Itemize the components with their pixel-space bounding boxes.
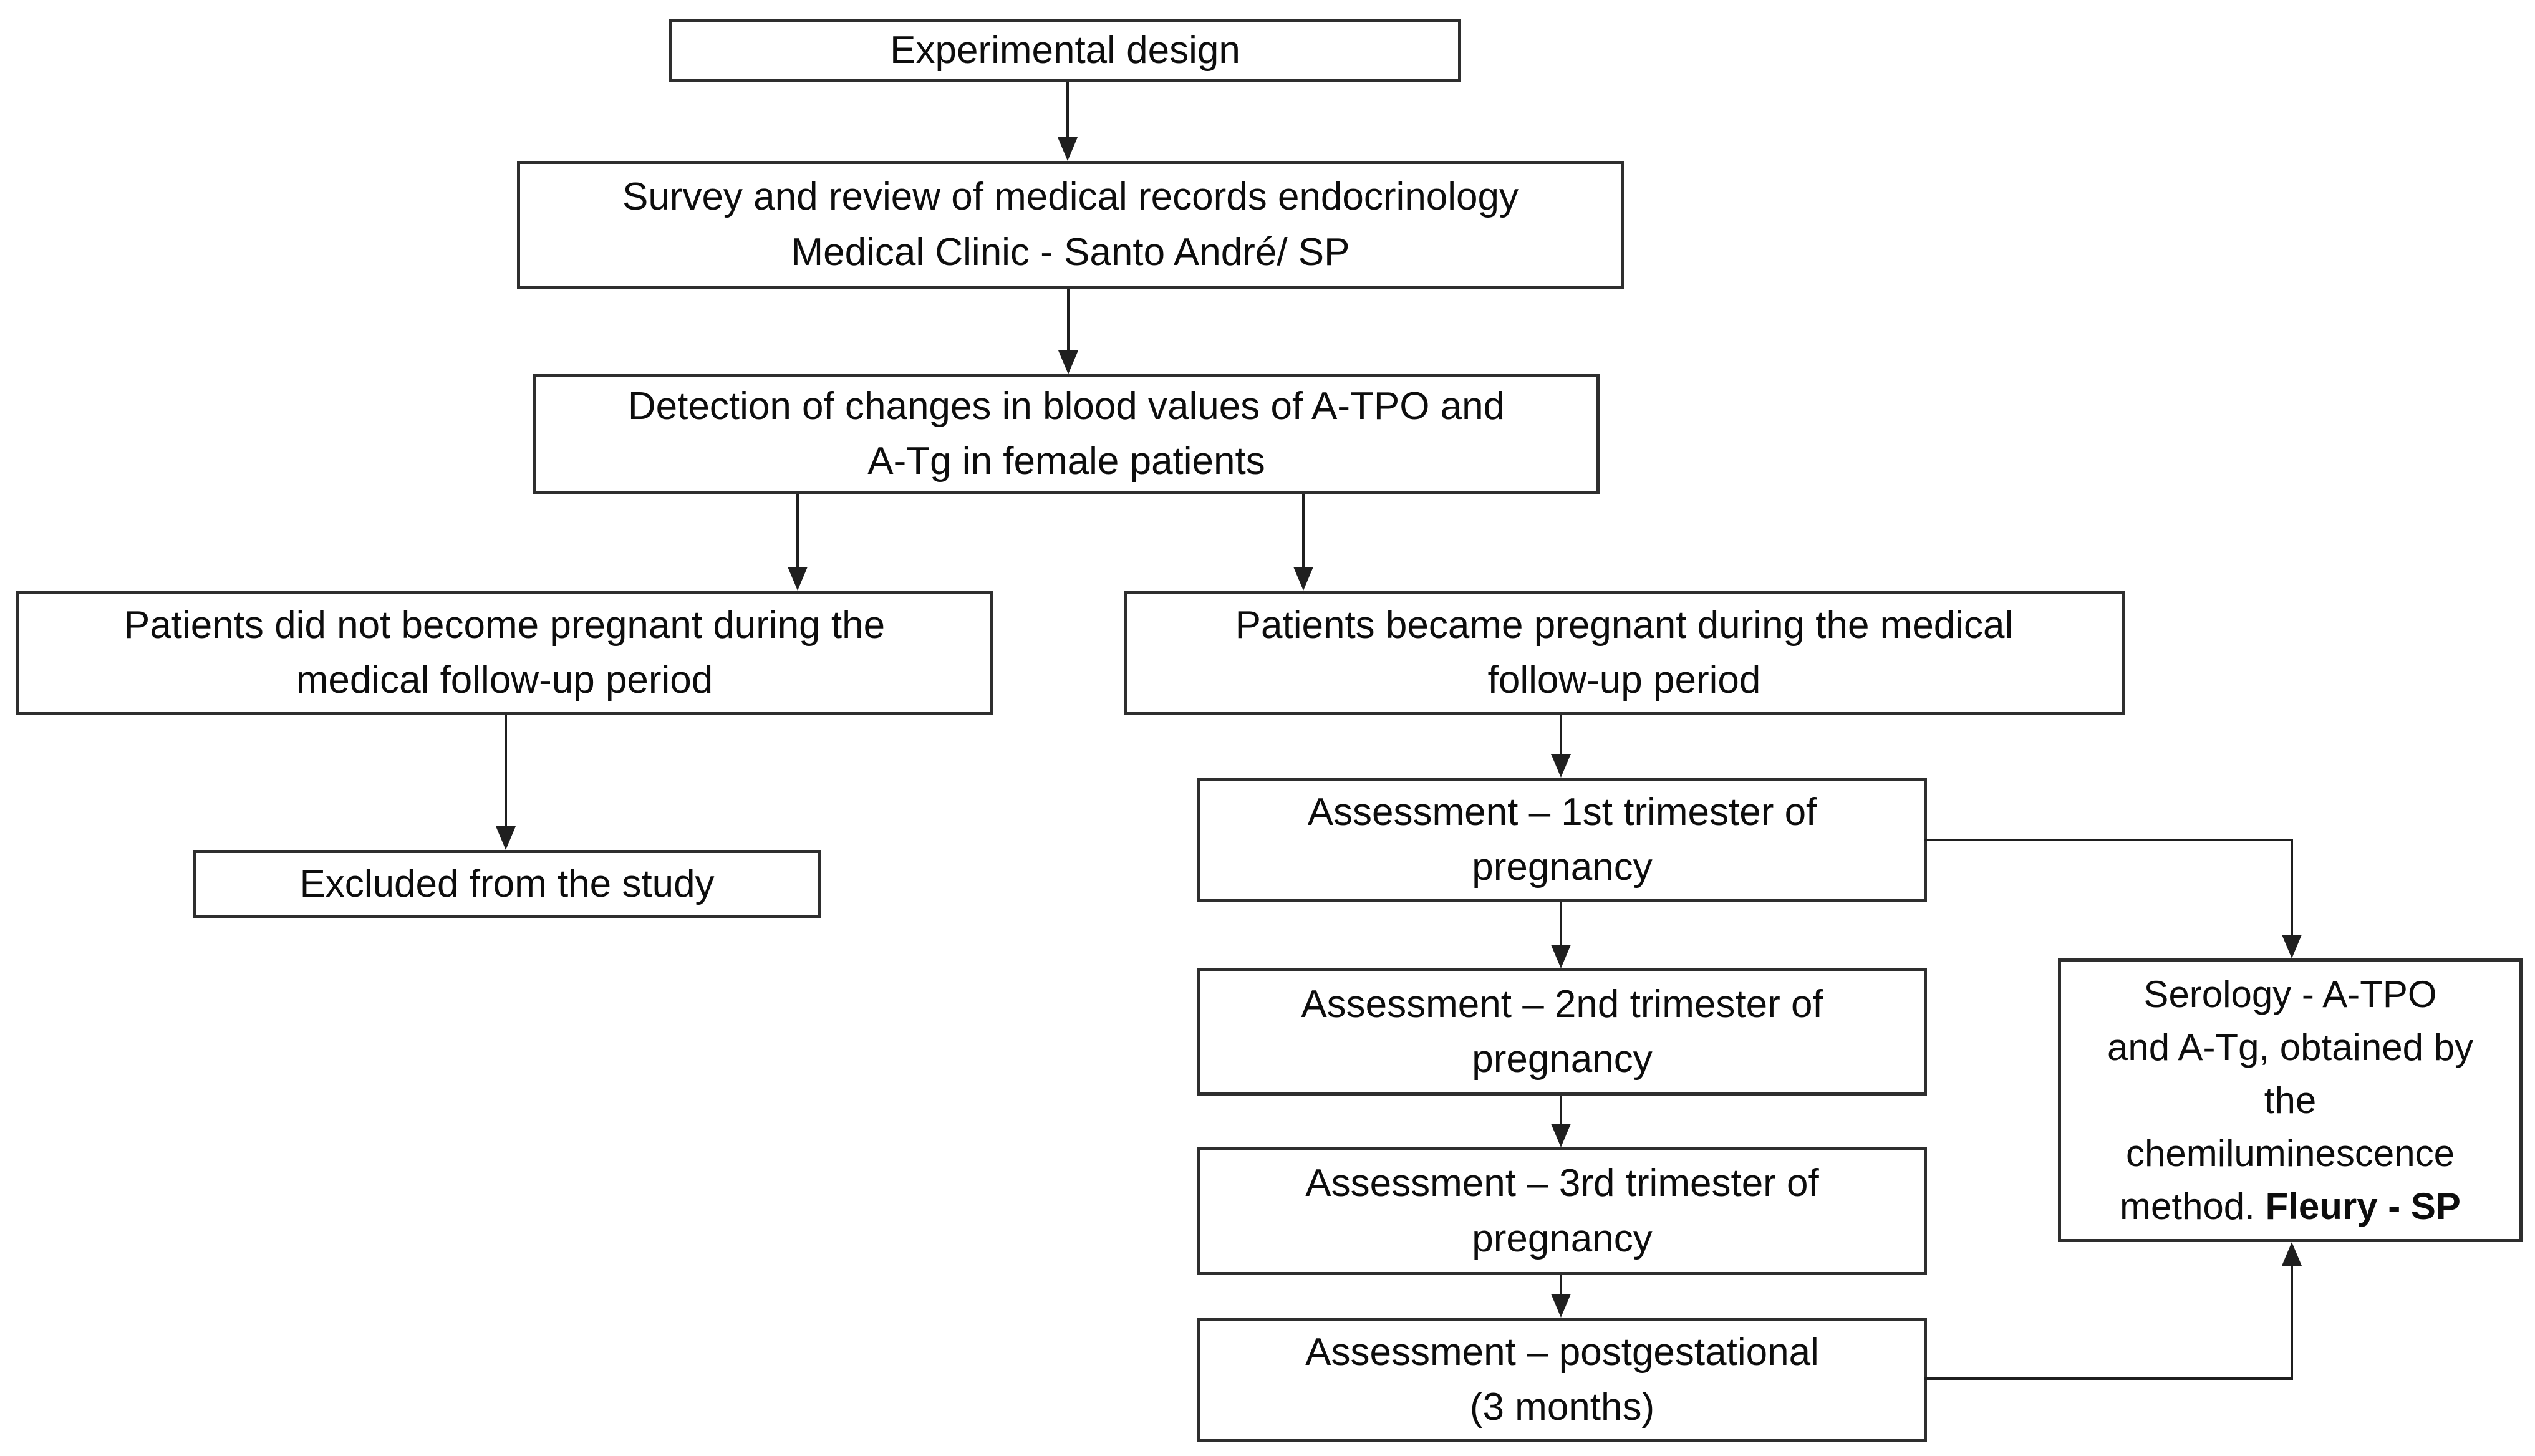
- node-serology: Serology - A-TPO and A-Tg, obtained by t…: [2058, 958, 2523, 1242]
- node-patients-not-pregnant-label: Patients did not become pregnant during …: [123, 603, 886, 701]
- node-excluded-from-study-label: Excluded from the study: [299, 862, 715, 905]
- node-excluded-from-study: Excluded from the study: [193, 850, 821, 918]
- connector-survey-to-detection-line: [1067, 289, 1070, 350]
- arrowhead-down-icon: [1293, 567, 1313, 591]
- arrowhead-down-icon: [1551, 1124, 1571, 1147]
- connector-trimester1-to-trimester2-line: [1560, 902, 1562, 945]
- arrowhead-down-icon: [1551, 1294, 1571, 1318]
- node-patients-not-pregnant: Patients did not become pregnant during …: [16, 591, 993, 715]
- arrowhead-up-icon: [2282, 1242, 2302, 1266]
- node-assessment-3rd-trimester-label: Assessment – 3rd trimester of pregnancy: [1305, 1162, 1819, 1260]
- arrowhead-down-icon: [1058, 137, 1078, 161]
- node-assessment-2nd-trimester: Assessment – 2nd trimester of pregnancy: [1197, 968, 1927, 1096]
- node-patients-became-pregnant-label: Patients became pregnant during the medi…: [1235, 603, 2014, 701]
- connector-trimester1-to-serology-hline: [1924, 839, 2293, 841]
- node-patients-became-pregnant: Patients became pregnant during the medi…: [1124, 591, 2125, 715]
- connector-pregnant-to-trimester1-line: [1560, 715, 1562, 754]
- node-serology-label: Serology - A-TPO and A-Tg, obtained by t…: [2107, 968, 2473, 1233]
- arrowhead-down-icon: [1551, 754, 1571, 778]
- connector-detection-to-pregnant-line: [1302, 494, 1305, 567]
- connector-trimester3-to-postgestational-line: [1560, 1275, 1562, 1294]
- arrowhead-down-icon: [1058, 350, 1078, 374]
- connector-postgestational-to-serology-vline: [2291, 1263, 2293, 1380]
- node-survey-medical-records-label: Survey and review of medical records end…: [622, 175, 1519, 274]
- arrowhead-down-icon: [788, 567, 808, 591]
- node-assessment-1st-trimester-label: Assessment – 1st trimester of pregnancy: [1307, 790, 1817, 889]
- node-assessment-postgestational: Assessment – postgestational (3 months): [1197, 1318, 1927, 1442]
- connector-detection-to-not-pregnant-line: [796, 494, 799, 567]
- arrowhead-down-icon: [1551, 945, 1571, 968]
- arrowhead-down-icon: [496, 826, 516, 850]
- node-assessment-postgestational-label: Assessment – postgestational (3 months): [1305, 1330, 1819, 1429]
- node-experimental-design: Experimental design: [669, 19, 1461, 82]
- connector-postgestational-to-serology-hline: [1924, 1377, 2293, 1380]
- connector-trimester2-to-trimester3-line: [1560, 1096, 1562, 1124]
- node-detection-blood-values-label: Detection of changes in blood values of …: [627, 384, 1505, 483]
- node-assessment-1st-trimester: Assessment – 1st trimester of pregnancy: [1197, 778, 1927, 902]
- connector-design-to-survey-line: [1066, 82, 1069, 137]
- node-detection-blood-values: Detection of changes in blood values of …: [533, 374, 1600, 494]
- node-survey-medical-records: Survey and review of medical records end…: [517, 161, 1624, 289]
- node-assessment-2nd-trimester-label: Assessment – 2nd trimester of pregnancy: [1301, 982, 1823, 1081]
- connector-not-pregnant-to-excluded-line: [505, 715, 507, 826]
- node-experimental-design-label: Experimental design: [890, 28, 1240, 72]
- node-assessment-3rd-trimester: Assessment – 3rd trimester of pregnancy: [1197, 1147, 1927, 1275]
- arrowhead-down-icon: [2282, 935, 2302, 958]
- node-serology-bold-text: Fleury - SP: [2265, 1185, 2461, 1228]
- connector-trimester1-to-serology-vline: [2291, 839, 2293, 936]
- node-serology-text: Serology - A-TPO and A-Tg, obtained by t…: [2107, 973, 2474, 1228]
